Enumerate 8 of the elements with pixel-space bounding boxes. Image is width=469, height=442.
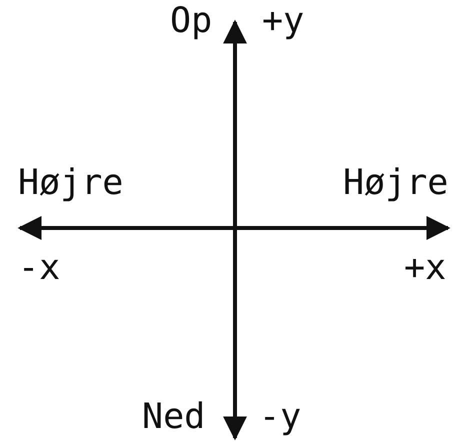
- axis-label: Højre: [343, 166, 448, 201]
- axis-label: Højre: [18, 166, 124, 201]
- axis-label: Ned: [142, 400, 206, 435]
- axis-label: +y: [262, 4, 304, 39]
- axis-label: -x: [18, 251, 60, 286]
- axis-label: Op: [170, 4, 212, 39]
- axis-label: +x: [404, 251, 446, 286]
- axis-label: -y: [259, 400, 302, 435]
